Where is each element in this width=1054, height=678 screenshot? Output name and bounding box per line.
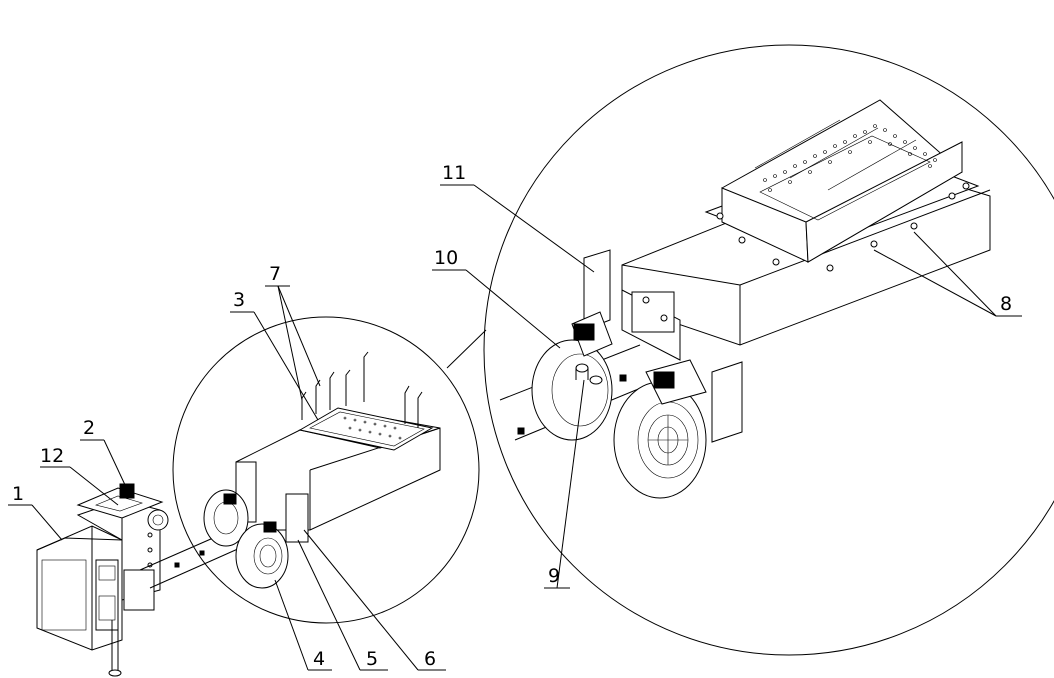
callout-7-label: 7 [269, 263, 281, 285]
callout-6-label: 6 [424, 648, 436, 670]
callout-2-label: 2 [83, 417, 95, 439]
detail-circle-large [483, 44, 1054, 656]
callout-5-leader [297, 539, 361, 671]
callout-7-leader-a [277, 285, 303, 401]
detail-circle-small [172, 316, 480, 624]
callout-8-label: 8 [1000, 293, 1012, 315]
callout-9-label: 9 [548, 565, 560, 587]
callout-1-leader [31, 504, 63, 541]
callout-3-leader [253, 311, 319, 421]
burner-small [203, 351, 441, 589]
callout-10-leader [465, 269, 561, 349]
callout-4-leader [274, 579, 309, 671]
callout-11-label: 11 [442, 162, 466, 184]
callout-4-label: 4 [313, 648, 325, 670]
burner-large [499, 99, 991, 499]
callout-7-leader-b [277, 285, 321, 387]
detail-connector-line [446, 329, 487, 369]
callout-5-label: 5 [366, 648, 378, 670]
callout-11-leader [473, 184, 595, 273]
callout-2-leader [103, 439, 127, 488]
callout-12-label: 12 [40, 445, 64, 467]
controller-unit [36, 483, 169, 677]
callout-6-leader [303, 529, 419, 671]
callout-3-label: 3 [233, 289, 245, 311]
callout-9-leader [556, 379, 585, 589]
callout-1-label: 1 [12, 483, 24, 505]
callout-8-leader-b [913, 231, 997, 317]
callout-12-leader [69, 466, 119, 506]
callout-10-label: 10 [434, 247, 458, 269]
callout-8-leader-a [873, 249, 997, 317]
